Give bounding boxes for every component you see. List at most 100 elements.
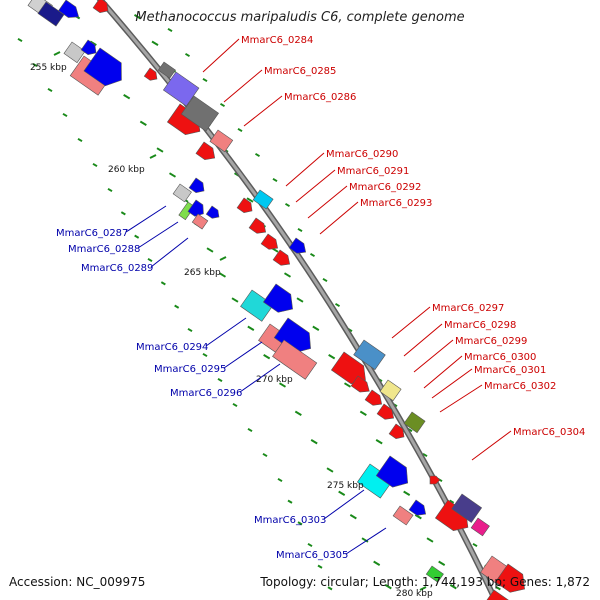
tick-label: 280 kbp	[396, 589, 433, 599]
forward-gene-label: MmarC6_0285	[264, 66, 336, 77]
gene-block-shape	[392, 505, 414, 526]
gene-block-shape	[143, 67, 158, 81]
tick-label: 270 kbp	[256, 375, 293, 385]
gc-dot	[277, 477, 283, 483]
forward-label-leader	[285, 152, 325, 187]
gene-block	[188, 177, 205, 193]
gene-block	[191, 213, 209, 230]
gc-dot	[246, 197, 254, 203]
forward-label-leader	[431, 368, 473, 399]
forward-label-leader	[413, 339, 454, 373]
gc-dot	[414, 514, 422, 520]
gene-block-shape	[252, 189, 274, 210]
backbone-line-shadow	[96, 0, 499, 600]
gene-block-shape	[240, 289, 274, 322]
gene-block-shape	[364, 389, 383, 406]
gc-dot	[247, 325, 255, 331]
gene-block-shape	[92, 0, 109, 13]
backbone-tick	[419, 586, 427, 591]
gene-block	[272, 339, 318, 380]
gc-dot	[317, 564, 323, 569]
gene-block	[388, 423, 405, 439]
gc-dot	[278, 382, 287, 388]
gc-dot	[232, 402, 238, 408]
forward-gene-label: MmarC6_0301	[474, 365, 546, 376]
gc-dot	[294, 410, 302, 416]
gc-dot	[107, 187, 113, 193]
gc-dot	[284, 202, 291, 208]
forward-label-leader	[202, 38, 240, 73]
gene-block-shape	[429, 475, 441, 485]
gene-block	[195, 141, 216, 160]
gc-dot	[495, 586, 501, 591]
gene-block-shape	[403, 411, 426, 434]
tick-label: 255 kbp	[30, 63, 67, 73]
gc-dot	[287, 499, 293, 504]
gene-block-shape	[157, 61, 176, 79]
gc-dot	[283, 272, 292, 278]
gc-dot	[167, 27, 173, 33]
gene-block	[272, 249, 291, 266]
gc-dot	[296, 297, 304, 303]
gene-block	[209, 129, 234, 153]
gene-block-shape	[162, 71, 200, 107]
gc-dot	[327, 586, 333, 591]
gene-block	[375, 455, 409, 488]
forward-label-leader	[471, 430, 512, 461]
gc-dot	[338, 490, 346, 496]
gc-dot	[247, 427, 253, 433]
tick-label: 260 kbp	[108, 165, 145, 175]
gene-block-shape	[451, 493, 483, 523]
gene-block-shape	[350, 375, 370, 393]
gc-dot	[206, 247, 214, 253]
gene-block	[172, 183, 192, 203]
forward-gene-label: MmarC6_0290	[326, 149, 398, 160]
reverse-gene-label: MmarC6_0287	[56, 228, 128, 239]
gene-block-shape	[482, 589, 512, 600]
forward-gene-label: MmarC6_0304	[513, 427, 585, 438]
gene-block-shape	[172, 183, 192, 203]
forward-gene-label: MmarC6_0293	[360, 198, 432, 209]
gene-block-shape	[376, 403, 395, 420]
gc-dot	[187, 327, 193, 333]
gc-dot	[297, 521, 303, 526]
gene-block-shape	[262, 283, 293, 313]
gene-block-shape	[83, 47, 122, 87]
forward-gene-label: MmarC6_0292	[349, 182, 421, 193]
gene-block-shape	[388, 423, 405, 439]
gc-dot	[184, 52, 191, 58]
reverse-label-leader	[239, 363, 281, 393]
backbone-tick	[53, 51, 61, 56]
gc-dot	[326, 467, 334, 473]
forward-gene-label: MmarC6_0299	[455, 336, 527, 347]
forward-label-leader	[319, 201, 359, 235]
gc-dot	[218, 272, 227, 278]
forward-label-leader	[307, 185, 348, 219]
gene-block	[364, 389, 383, 406]
reverse-label-leader	[345, 527, 387, 555]
forward-gene-label: MmarC6_0302	[484, 381, 556, 392]
forward-label-leader	[295, 169, 336, 203]
gene-block-shape	[272, 249, 291, 266]
gc-dot	[217, 377, 223, 383]
gc-dot	[426, 537, 434, 543]
gc-dot	[262, 452, 268, 458]
gc-dot	[254, 152, 261, 158]
gene-block-shape	[248, 217, 267, 234]
gc-dot	[202, 352, 208, 358]
forward-label-leader	[423, 355, 463, 389]
backbone-tick	[149, 154, 157, 159]
gene-block	[240, 289, 274, 322]
gene-block	[248, 217, 267, 234]
gene-block	[403, 411, 426, 434]
gene-block	[236, 197, 253, 213]
gene-block	[379, 379, 402, 402]
gene-block-shape	[408, 499, 427, 516]
gc-dot	[134, 234, 140, 239]
gene-block-shape	[379, 379, 402, 402]
topology-text: Topology: circular; Length: 1,744,193 bp…	[260, 575, 590, 589]
backbone-line	[98, 0, 497, 600]
gc-dot	[449, 584, 457, 590]
gc-dot	[174, 304, 180, 309]
